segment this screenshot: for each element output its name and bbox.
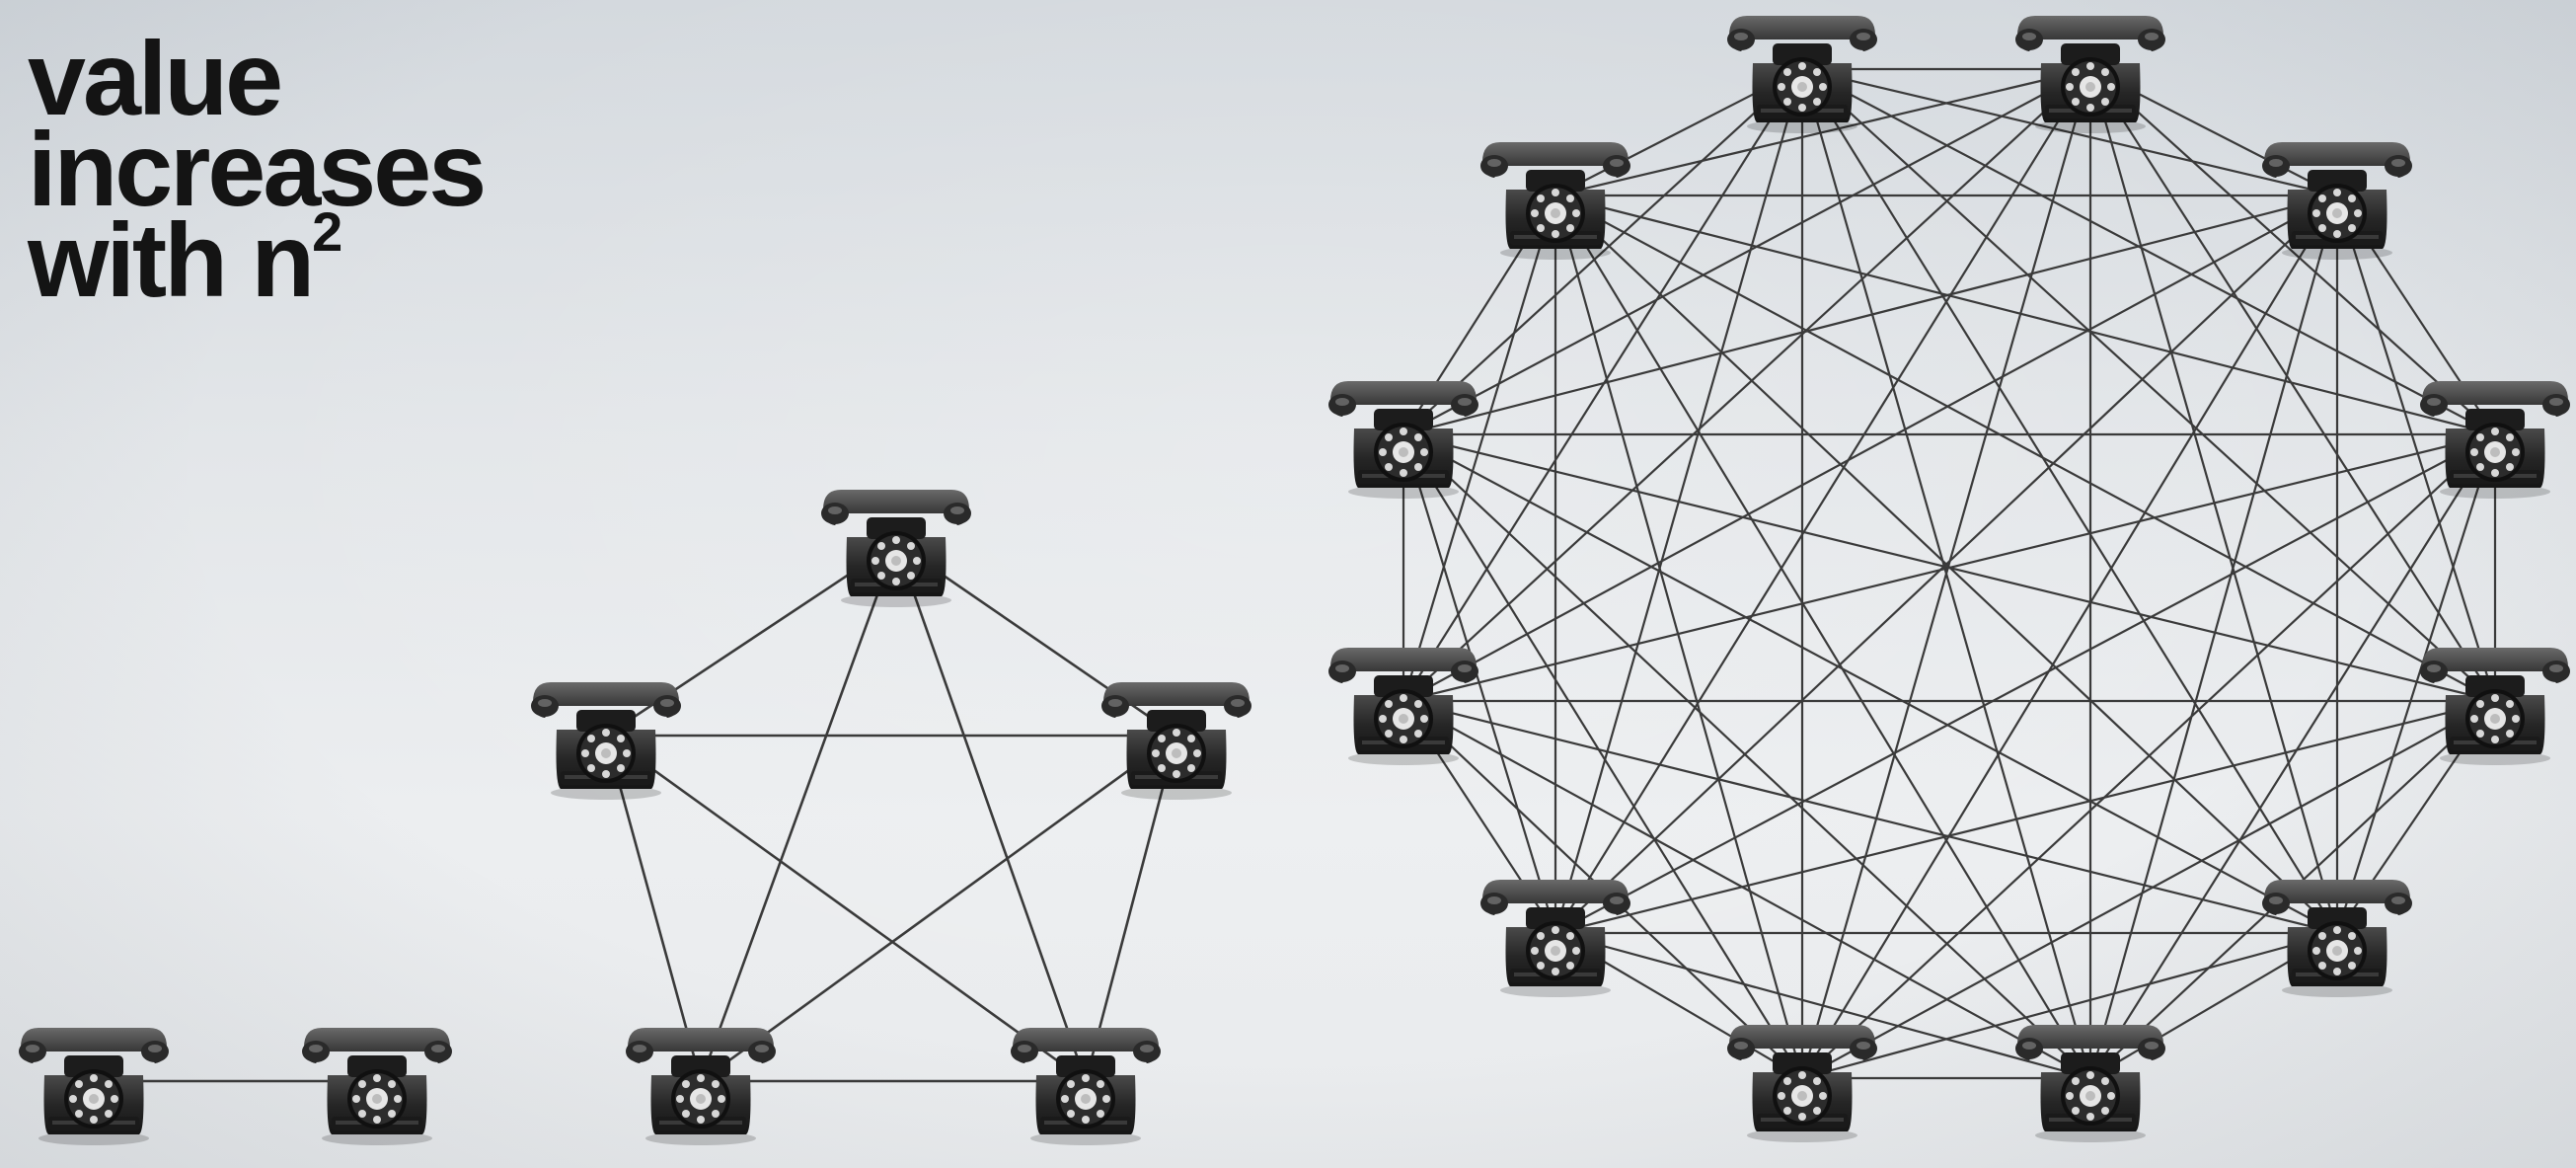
rotary-telephone-icon [2262, 142, 2412, 260]
connection-line [1402, 68, 2091, 435]
connection-line [2089, 433, 2496, 1079]
headline-line-2: increases [28, 112, 487, 228]
connection-line [1402, 68, 2091, 702]
connection-line [894, 542, 1088, 1082]
connection-line [1402, 195, 1557, 702]
connection-line [1402, 433, 2091, 1079]
network-2-phones [19, 1028, 452, 1145]
connection-line [1402, 195, 2338, 702]
rotary-telephone-icon [1101, 682, 1251, 800]
connection-line [1801, 700, 2496, 1079]
rotary-telephone-icon [626, 1028, 776, 1145]
connection-line [2088, 195, 2339, 1079]
connection-line [699, 542, 898, 1082]
connection-lines [94, 67, 2497, 1083]
connection-line [1402, 700, 2091, 1079]
headline-line-3: with n2 [28, 203, 484, 313]
connection-line [2335, 433, 2497, 934]
connection-line [1554, 195, 2091, 1079]
connection-line [1554, 931, 2091, 1080]
headline-line-3-text: with n [28, 202, 315, 319]
connection-line [1801, 195, 2338, 1079]
rotary-telephone-icon [2420, 381, 2570, 499]
rotary-telephone-icon [2262, 880, 2412, 997]
network-5-phones [531, 490, 1251, 1145]
rotary-telephone-icon [302, 1028, 452, 1145]
headline-exponent: 2 [312, 199, 343, 263]
connection-line [1801, 931, 2338, 1080]
connection-line [2089, 68, 2496, 702]
rotary-telephone-icon [531, 682, 681, 800]
connection-line [1554, 699, 2496, 935]
connection-line [1554, 68, 2091, 934]
connection-line [1800, 68, 2092, 1079]
rotary-telephone-icon [19, 1028, 169, 1145]
rotary-telephone-icon [2420, 648, 2570, 765]
connection-line [2088, 68, 2339, 934]
rotary-telephone-icon [1328, 648, 1478, 765]
rotary-telephone-icon [1727, 1025, 1877, 1142]
rotary-telephone-icon [821, 490, 971, 607]
network-5-phones-lines [604, 541, 1178, 1083]
rotary-telephone-icon [1328, 381, 1478, 499]
connection-line [1402, 68, 1803, 702]
rotary-telephone-icon [1011, 1028, 1161, 1145]
connection-line [700, 734, 1177, 1083]
connection-line [1554, 433, 2496, 934]
connection-line [1402, 433, 1557, 934]
connection-line [1554, 194, 2496, 436]
network-12-phones [1328, 16, 2570, 1142]
rotary-telephone-icon [1480, 142, 1630, 260]
connection-line [1402, 194, 2338, 436]
phones [19, 16, 2570, 1145]
connection-line [1801, 433, 2496, 1079]
connection-line [1801, 68, 2496, 435]
connection-line [2335, 195, 2497, 702]
headline-line-1: value [28, 21, 283, 137]
connection-line [1554, 195, 2496, 702]
rotary-telephone-icon [1480, 880, 1630, 997]
connection-line [1402, 433, 2338, 934]
connection-line [1553, 195, 1804, 1079]
connection-line [1801, 68, 2496, 702]
connection-line [1554, 195, 2338, 934]
headline: value increases with n2 [28, 21, 487, 313]
connection-line [1402, 433, 1803, 1079]
rotary-telephone-icon [2015, 1025, 2165, 1142]
connection-line [1402, 432, 2496, 703]
connection-line [1402, 699, 2338, 935]
connection-line [1801, 68, 2338, 934]
connection-line [605, 734, 1087, 1083]
